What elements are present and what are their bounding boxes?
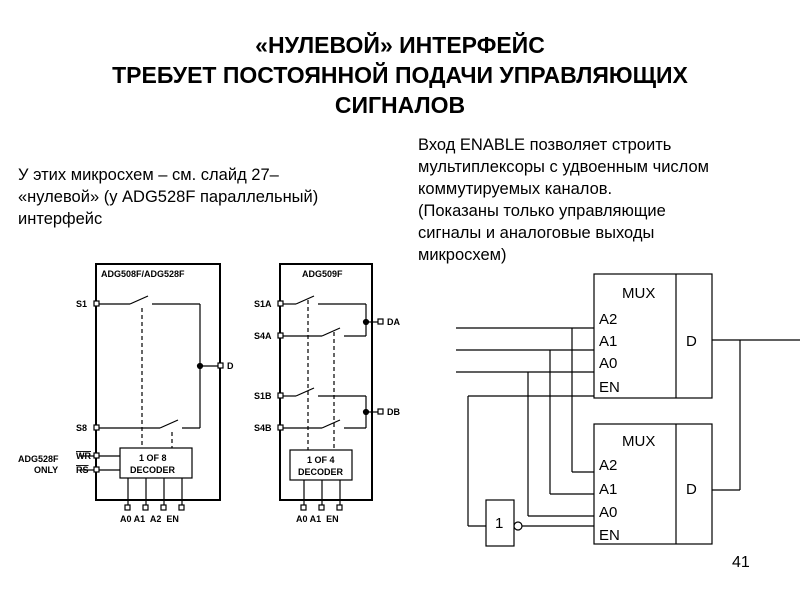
- mux1-en: EN: [599, 379, 620, 396]
- mux-1-block: [593, 273, 800, 399]
- chip2-decoder-2: DECODER: [298, 467, 344, 477]
- slide-number: 41: [732, 554, 750, 571]
- inverter-label: 1: [495, 515, 503, 532]
- mux1-d: D: [686, 333, 697, 350]
- chip2-name: ADG509F: [302, 269, 343, 279]
- mux2-a0: A0: [599, 504, 617, 521]
- mux2-a2: A2: [599, 457, 617, 474]
- mux2-en: EN: [599, 527, 620, 544]
- mux-2-block: [593, 423, 740, 545]
- chip2-decoder-1: 1 OF 4: [307, 455, 335, 465]
- mux1-a1: A1: [599, 333, 617, 350]
- chip2-s4a: S4A: [254, 331, 272, 341]
- chip1-wr: WR: [76, 451, 91, 461]
- right-description: Вход ENABLE позволяет строить мультиплек…: [418, 134, 798, 266]
- mux2-a1: A1: [599, 481, 617, 498]
- right-line-4: (Показаны только управляющие: [418, 202, 666, 220]
- left-line-2: «нулевой» (у ADG528F параллельный): [18, 188, 319, 206]
- mux1-a0: A0: [599, 355, 617, 372]
- right-line-6: микросхем): [418, 246, 507, 264]
- chip1-only-1: ADG528F: [18, 454, 59, 464]
- chip1-decoder-1: 1 OF 8: [139, 453, 167, 463]
- chip2-db: DB: [387, 407, 400, 417]
- right-line-3: коммутируемых каналов.: [418, 180, 613, 198]
- chip1-decoder-2: DECODER: [130, 465, 176, 475]
- chip1-only-2: ONLY: [34, 465, 58, 475]
- chip2-s1b: S1B: [254, 391, 272, 401]
- chip2-da: DA: [387, 317, 400, 327]
- mux1-name: MUX: [622, 285, 655, 302]
- title-line-1: «НУЛЕВОЙ» ИНТЕРФЕЙС: [255, 32, 545, 58]
- left-description: У этих микросхем – см. слайд 27– «нулево…: [18, 164, 398, 230]
- mux2-name: MUX: [622, 433, 655, 450]
- chip1-s1: S1: [76, 299, 87, 309]
- chip2-inputs: A0 A1 EN: [296, 514, 339, 524]
- chip2-s1a: S1A: [254, 299, 272, 309]
- title-line-2: ТРЕБУЕТ ПОСТОЯННОЙ ПОДАЧИ УПРАВЛЯЮЩИХ: [112, 62, 688, 88]
- left-line-1: У этих микросхем – см. слайд 27–: [18, 166, 279, 184]
- chip1-inputs: A0 A1 A2 EN: [120, 514, 179, 524]
- slide-title: «НУЛЕВОЙ» ИНТЕРФЕЙС ТРЕБУЕТ ПОСТОЯННОЙ П…: [0, 30, 800, 120]
- mux2-d: D: [686, 481, 697, 498]
- title-line-3: СИГНАЛОВ: [334, 92, 466, 118]
- chip-adg509f: [279, 263, 380, 508]
- chip2-s4b: S4B: [254, 423, 272, 433]
- right-line-5: сигналы и аналоговые выходы: [418, 224, 655, 242]
- chip-adg508f: [80, 263, 221, 508]
- inverter-gate: [485, 499, 515, 547]
- mux1-a2: A2: [599, 311, 617, 328]
- right-line-2: мультиплексоры с удвоенным числом: [418, 158, 710, 176]
- right-line-1: Вход ENABLE позволяет строить: [418, 136, 672, 154]
- left-line-3: интерфейс: [18, 210, 103, 228]
- chip1-s8: S8: [76, 423, 87, 433]
- chip1-name: ADG508F/ADG528F: [101, 269, 185, 279]
- chip1-d: D: [227, 361, 234, 371]
- chip1-rs: RS: [76, 465, 89, 475]
